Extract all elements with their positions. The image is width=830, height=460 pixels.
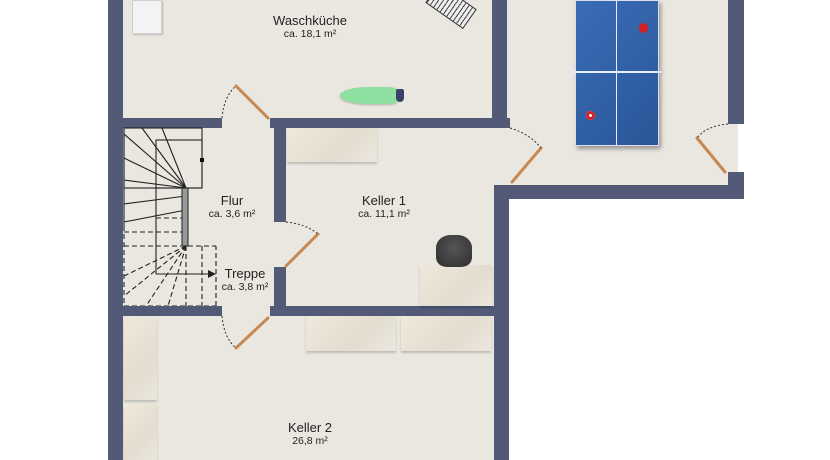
staircase	[123, 127, 217, 306]
wall-waschkueche-bottom-left	[108, 118, 222, 128]
room-area: ca. 3,6 m²	[208, 208, 256, 220]
room-label-treppe: Treppe ca. 3,8 m²	[222, 266, 269, 294]
shelf	[401, 316, 491, 351]
room-name: Keller 2	[287, 420, 333, 435]
table-center-line	[616, 1, 617, 145]
door-hobby-left	[510, 146, 543, 184]
wall-hobby-left-stub	[492, 118, 510, 128]
table-net	[573, 71, 661, 73]
paddle-icon	[639, 23, 648, 33]
wall-right-lower	[494, 185, 509, 460]
shelf	[287, 128, 377, 162]
floor-waschkueche	[112, 0, 502, 126]
desk	[420, 265, 492, 306]
washing-machine	[132, 0, 162, 34]
office-chair-icon	[436, 235, 472, 267]
room-name: Waschküche	[273, 13, 347, 28]
wall-hobby-bottom	[494, 185, 744, 199]
door-keller2	[234, 316, 270, 350]
door-keller1	[284, 232, 320, 268]
door-waschkueche	[234, 84, 270, 120]
iron-icon	[396, 89, 404, 102]
room-name: Keller 1	[361, 193, 407, 208]
room-area: ca. 11,1 m²	[358, 208, 410, 220]
room-label-flur: Flur ca. 3,6 m²	[209, 193, 256, 221]
room-name: Flur	[220, 193, 244, 208]
shelf	[124, 404, 157, 460]
room-label-keller1: Keller 1 ca. 11,1 m²	[358, 193, 410, 221]
room-area: ca. 3,8 m²	[221, 281, 269, 293]
paddle-icon	[586, 111, 595, 120]
room-area: 26,8 m²	[292, 435, 328, 447]
wall-left-outer	[108, 0, 123, 460]
wall-hobby-right	[728, 0, 744, 124]
shelf	[306, 316, 396, 351]
door-hobby-right	[695, 136, 727, 174]
wall-middle-right	[270, 306, 498, 316]
shelf	[124, 318, 157, 400]
ironing-board	[340, 87, 398, 104]
wall-flur-right-bottom	[274, 267, 286, 307]
room-label-keller2: Keller 2 26,8 m²	[288, 420, 332, 448]
wall-flur-right-top	[274, 120, 286, 222]
wall-waschkueche-bottom-right	[270, 118, 498, 128]
room-area: ca. 18,1 m²	[283, 28, 337, 40]
room-name: Treppe	[224, 266, 266, 281]
wall-middle-left	[108, 306, 222, 316]
wall-waschkueche-right	[492, 0, 507, 128]
ping-pong-table	[573, 0, 661, 146]
room-label-waschkueche: Waschküche ca. 18,1 m²	[273, 13, 347, 41]
